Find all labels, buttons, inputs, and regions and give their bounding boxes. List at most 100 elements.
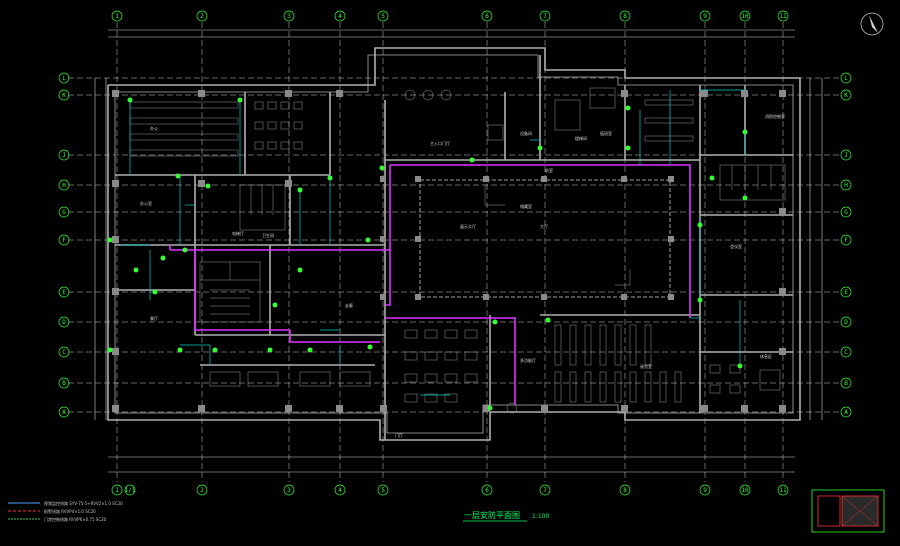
room-label: 办公 (150, 125, 158, 131)
axis-right-1-label: K (844, 92, 848, 99)
axis-left-6-label: E (62, 289, 66, 296)
axis-right-3-label: H (844, 182, 848, 189)
axis-bottom-7-bubble (539, 484, 551, 496)
axis-right-10-bubble (840, 406, 852, 418)
axis-bottom-5-label: 5 (381, 487, 385, 494)
axis-top-2-bubble (283, 10, 295, 22)
drawing-scale: 1:100 (532, 513, 549, 520)
north-arrow-icon (860, 12, 884, 36)
room-label: 储藏室 (520, 203, 532, 209)
trunk-cable-route (169, 164, 691, 405)
room-label: 消防控制室 (765, 113, 785, 119)
axis-right-3-bubble (840, 179, 852, 191)
room-label: 设备间 (520, 130, 532, 136)
room-label: 大厅 (540, 223, 548, 229)
axis-top-4-label: 5 (381, 13, 385, 20)
axis-bottom-0-bubble (111, 484, 123, 496)
axis-left-9-bubble (58, 377, 70, 389)
room-label: 主入口门厅 (430, 140, 450, 146)
legend-item-video: 视频监控线路 SYV-75-5+RVV2×1.0 SC20 (44, 500, 123, 506)
axis-bottom-10-label: 10 (741, 487, 749, 494)
axis-left-6-bubble (58, 286, 70, 298)
axis-top-0-bubble (111, 10, 123, 22)
room-label: 阅览室 (640, 363, 652, 369)
axis-right-10-label: A (844, 409, 848, 416)
axis-left-10-label: A (62, 409, 66, 416)
legend-item-access: 门禁控制线路 RVVP6×0.75 SC20 (44, 516, 107, 522)
room-label: 电梯厅 (232, 230, 244, 236)
axis-top-6-bubble (539, 10, 551, 22)
room-label: 卫生间 (262, 232, 274, 238)
axis-bottom-6-bubble (481, 484, 493, 496)
legend-lines (8, 502, 40, 520)
dimension-lines (94, 29, 823, 473)
axis-right-2-bubble (840, 149, 852, 161)
axis-bottom-9-label: 9 (703, 487, 707, 494)
axis-bottom-4-label: 4 (338, 487, 342, 494)
axis-bottom-4-bubble (334, 484, 346, 496)
axis-right-0-label: L (844, 75, 848, 82)
legend-item-alarm: 报警线路 RVVP4×1.0 SC20 (44, 508, 96, 514)
axis-bottom-5-bubble (377, 484, 389, 496)
axis-top-7-label: 8 (623, 13, 627, 20)
axis-bottom-11-label: 11 (779, 487, 787, 494)
axis-bottom-8-label: 8 (623, 487, 627, 494)
axis-left-8-label: C (62, 349, 66, 356)
axis-bottom-1-bubble (124, 484, 136, 496)
axis-left-8-bubble (58, 346, 70, 358)
axis-left-0-bubble (58, 72, 70, 84)
axis-right-6-bubble (840, 286, 852, 298)
axis-bottom-3-label: 3 (287, 487, 291, 494)
axis-top-10-bubble (777, 10, 789, 22)
axis-top-5-label: 6 (485, 13, 489, 20)
axis-bottom-8-bubble (619, 484, 631, 496)
axis-right-1-bubble (840, 89, 852, 101)
axis-right-9-bubble (840, 377, 852, 389)
axis-left-4-bubble (58, 206, 70, 218)
axis-bottom-0-label: 1 (115, 487, 119, 494)
axis-top-9-label: 10 (741, 13, 749, 20)
axis-right-5-bubble (840, 234, 852, 246)
room-label: 楼梯间 (575, 135, 587, 141)
axis-top-8-label: 9 (703, 13, 707, 20)
room-labels: 办公大厅主入口门厅电梯厅办公室设备间消防控制室展示大厅多功能厅会议室卫生间阅览室… (140, 113, 785, 438)
building-walls (107, 47, 801, 441)
axis-left-5-label: F (62, 237, 66, 244)
axis-top-2-label: 3 (287, 13, 291, 20)
axis-right-5-label: F (844, 237, 848, 244)
axis-top-3-label: 4 (338, 13, 342, 20)
axis-top-6-label: 7 (543, 13, 547, 20)
columns (112, 90, 786, 412)
axis-bottom-3-bubble (283, 484, 295, 496)
axis-left-2-label: J (62, 152, 66, 159)
drawing-title: 一层安防平面图 (464, 510, 520, 520)
axis-left-1-label: K (62, 92, 66, 99)
axis-top-9-bubble (739, 10, 751, 22)
axis-top-3-bubble (334, 10, 346, 22)
room-label: 多功能厅 (520, 357, 536, 363)
axis-left-5-bubble (58, 234, 70, 246)
room-label: 前室 (545, 167, 553, 173)
axis-bottom-10-bubble (739, 484, 751, 496)
axis-bottom-2-label: 2 (200, 487, 204, 494)
axis-left-3-label: H (62, 182, 66, 189)
axis-right-0-bubble (840, 72, 852, 84)
axis-left-10-bubble (58, 406, 70, 418)
axis-top-8-bubble (699, 10, 711, 22)
axis-right-7-bubble (840, 316, 852, 328)
axis-left-7-label: D (62, 319, 66, 326)
axis-right-4-label: G (844, 209, 848, 216)
axis-bottom-2-bubble (196, 484, 208, 496)
axis-top-10-label: 11 (779, 13, 787, 20)
room-label: 走廊 (345, 302, 353, 308)
axis-right-4-bubble (840, 206, 852, 218)
room-label: 会议室 (730, 243, 742, 249)
branch-cable-route (120, 89, 746, 396)
room-label: 办公室 (140, 200, 152, 206)
room-label: 值班室 (600, 130, 612, 136)
room-label: 门厅 (395, 432, 403, 438)
axis-left-7-bubble (58, 316, 70, 328)
axis-right-8-label: C (844, 349, 848, 356)
